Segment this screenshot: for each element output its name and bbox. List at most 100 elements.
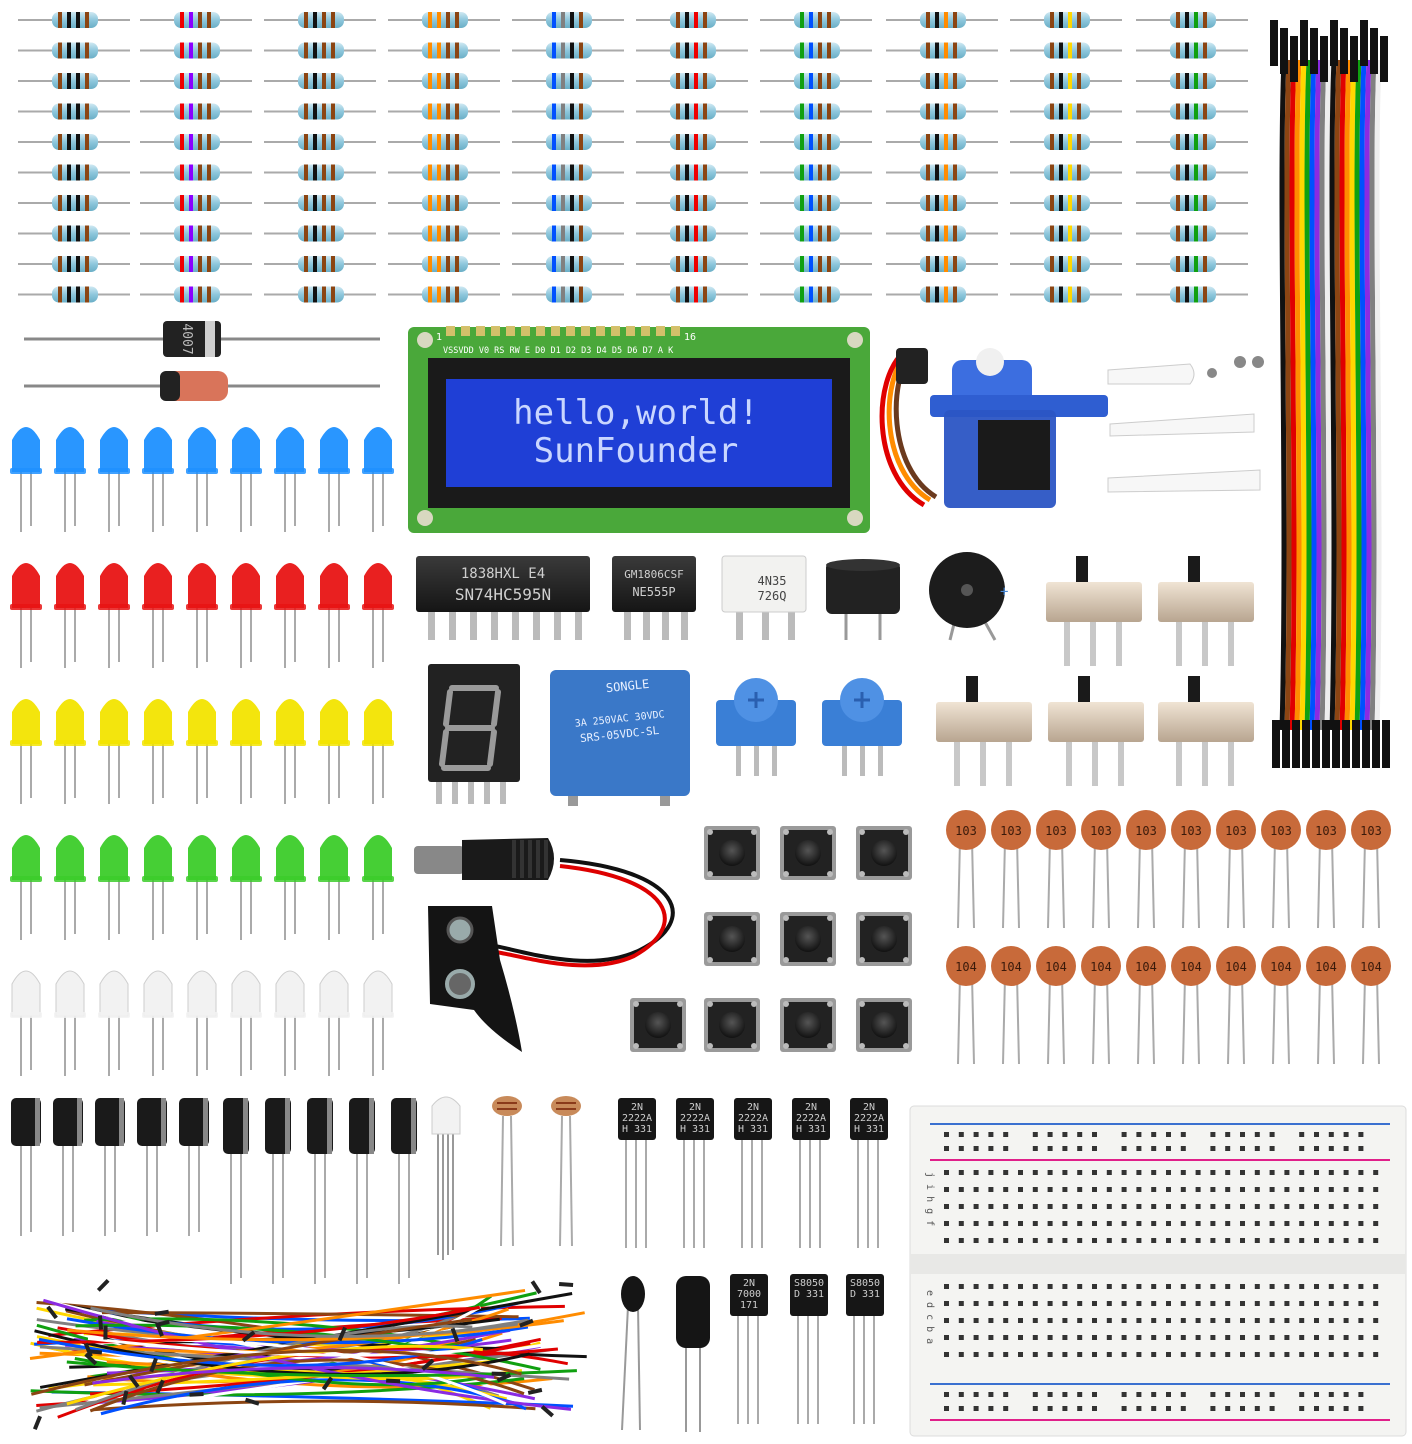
lcd-pin-header: VSSVDD V0 RS RW E D0 D1 D2 D3 D4 D5 D6 D…	[443, 346, 674, 356]
led	[98, 563, 130, 668]
display-pin	[436, 780, 442, 804]
bb-rail-hole	[1269, 1406, 1275, 1411]
bb-hole	[1032, 1187, 1038, 1192]
bb-hole	[1195, 1221, 1201, 1226]
resistor	[636, 256, 748, 272]
svg-text:2222A: 2222A	[622, 1113, 652, 1124]
plug-ridge	[536, 840, 540, 878]
ic-pin	[624, 606, 631, 640]
bb-hole	[973, 1187, 979, 1192]
led	[98, 835, 130, 940]
bb-rail-hole	[1180, 1392, 1186, 1397]
bb-hole	[1358, 1221, 1364, 1226]
bb-rail-hole	[1121, 1392, 1127, 1397]
ic-pin	[662, 606, 669, 640]
bb-rail-hole	[1151, 1392, 1157, 1397]
bb-hole	[1092, 1170, 1097, 1175]
resistor	[18, 286, 130, 303]
bb-hole	[1210, 1335, 1216, 1340]
bb-hole	[1343, 1284, 1349, 1289]
led	[274, 835, 306, 940]
bb-hole	[1180, 1221, 1186, 1226]
bb-hole	[1299, 1238, 1305, 1243]
bb-hole	[1121, 1204, 1127, 1209]
active-buzzer: +	[929, 552, 1008, 641]
bb-rail-hole	[1121, 1146, 1127, 1151]
lcd-header-pin	[521, 326, 530, 336]
bb-rail-hole	[1254, 1392, 1260, 1397]
bb-hole	[1343, 1352, 1349, 1357]
bb-hole	[1047, 1187, 1053, 1192]
bb-hole	[973, 1170, 979, 1175]
jumper-pin	[87, 1349, 103, 1355]
bb-hole	[988, 1187, 994, 1192]
bb-hole	[1373, 1284, 1379, 1289]
led	[230, 699, 262, 804]
ic-pin	[681, 606, 688, 640]
lcd-header-pin	[551, 326, 560, 336]
bb-hole	[958, 1318, 964, 1323]
rectifier-diode: 4007	[24, 321, 380, 357]
ic-pin	[491, 606, 498, 640]
bb-rail-hole	[944, 1392, 949, 1397]
resistor	[18, 195, 130, 211]
bb-hole	[944, 1187, 949, 1192]
resistor	[264, 12, 376, 28]
resistor	[886, 286, 998, 303]
bb-hole	[1269, 1352, 1275, 1357]
bb-hole	[1225, 1238, 1231, 1243]
bb-hole	[1195, 1238, 1201, 1243]
bb-hole	[1284, 1335, 1290, 1340]
bb-hole	[1003, 1170, 1009, 1175]
tactile-button	[780, 826, 836, 880]
bb-rail-hole	[1166, 1406, 1171, 1411]
svg-text:103: 103	[1045, 824, 1067, 838]
resistor	[1136, 195, 1248, 211]
ceramic-capacitor: 103	[991, 810, 1031, 929]
bb-rail-hole	[988, 1392, 994, 1397]
bb-hole	[1062, 1238, 1068, 1243]
resistor	[388, 73, 500, 89]
bb-hole	[1062, 1187, 1068, 1192]
bb-rail-hole	[1314, 1146, 1319, 1151]
jumper-wire-bundle	[29, 1278, 587, 1430]
ribbon-wire	[1304, 59, 1312, 731]
bb-hole	[1358, 1238, 1364, 1243]
bb-hole	[1269, 1221, 1275, 1226]
resistor	[1136, 73, 1248, 89]
led	[142, 699, 174, 804]
bb-hole	[1254, 1318, 1260, 1323]
bb-hole	[958, 1204, 964, 1209]
ribbon-wire	[1364, 59, 1372, 731]
bb-rail-hole	[1269, 1392, 1275, 1397]
display-pin	[500, 780, 506, 804]
electrolytic-capacitor	[137, 1098, 167, 1236]
photoresistor	[551, 1096, 581, 1247]
bb-rail-hole	[1210, 1392, 1216, 1397]
svg-text:171: 171	[740, 1300, 758, 1311]
bb-rail-hole	[1358, 1146, 1364, 1151]
lcd-header-pin	[476, 326, 485, 336]
bb-hole	[1225, 1352, 1231, 1357]
jumper-pin	[121, 1390, 129, 1406]
dupont-connector	[1372, 720, 1380, 768]
jumper-wire	[87, 1336, 474, 1357]
jumper-wire	[92, 1399, 536, 1412]
svg-text:H 331: H 331	[796, 1124, 826, 1135]
bb-hole	[1062, 1318, 1068, 1323]
bb-hole	[1195, 1352, 1201, 1357]
bb-rail-hole	[1328, 1132, 1334, 1137]
resistor	[1010, 225, 1122, 242]
dupont-connector	[1382, 720, 1390, 768]
bb-hole	[1106, 1204, 1112, 1209]
bb-hole	[1003, 1204, 1009, 1209]
tactile-button	[856, 998, 912, 1052]
bb-hole	[1166, 1318, 1171, 1323]
bb-hole	[1018, 1318, 1023, 1323]
bb-hole	[1077, 1284, 1083, 1289]
bb-hole	[1284, 1187, 1290, 1192]
bb-rail-hole	[1077, 1392, 1083, 1397]
resistor	[388, 134, 500, 150]
